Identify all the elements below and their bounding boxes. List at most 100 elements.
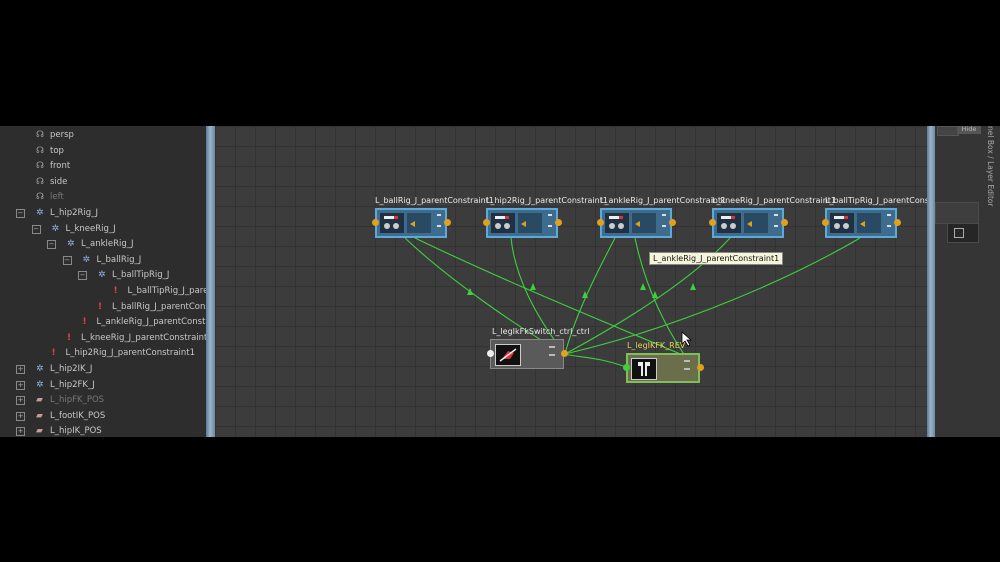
constraint-left-port[interactable] <box>822 219 829 226</box>
expand-toggle[interactable]: − <box>31 224 41 234</box>
outliner-item[interactable]: front <box>50 161 71 172</box>
expand-toggle[interactable]: − <box>78 271 87 281</box>
switch-node-label: L_legIkFkSwitch_ctrl_ctrl <box>492 327 590 336</box>
wire-arrow <box>467 288 473 295</box>
constraint-node-label: L_hip2Rig_J_parentConstraint1 <box>486 196 608 205</box>
constraint-right-port[interactable] <box>444 219 451 226</box>
expand-toggle[interactable]: + <box>16 365 25 374</box>
outliner-item[interactable]: L_kneeRig_J_parentConstraint1 <box>81 332 206 343</box>
warning-icon: ! <box>113 286 118 296</box>
mouse-cursor-icon <box>681 331 693 347</box>
channel-box-tab[interactable]: nel Box / Layer Editor <box>986 126 995 207</box>
camera-icon: ☊ <box>36 161 44 172</box>
constraint-node-label: L_ballTipRig_J_parentCons <box>825 196 927 205</box>
constraint-node-label: L_ballRig_J_parentConstraint1 <box>375 196 494 205</box>
expand-toggle[interactable]: − <box>47 240 56 250</box>
constraint-node[interactable] <box>600 208 672 238</box>
outliner-item[interactable]: L_footIK_POS <box>50 410 106 421</box>
panel-field[interactable] <box>935 202 979 224</box>
outliner-item[interactable]: L_kneeRig_J <box>65 223 116 234</box>
right-splitter[interactable] <box>927 126 935 437</box>
wire-arrow <box>640 283 646 290</box>
connection-wire <box>564 237 861 355</box>
outliner-item[interactable]: L_hip2Rig_J <box>50 208 98 218</box>
reverse-output-port[interactable] <box>697 364 704 371</box>
panel-field-dark[interactable] <box>947 223 979 243</box>
outliner-item[interactable]: top <box>50 145 64 156</box>
wire-arrow <box>582 291 588 298</box>
constraint-node-label: L_kneeRig_J_parentConstraint1 <box>712 196 837 205</box>
hide-button[interactable]: Hide <box>957 126 981 134</box>
constraint-left-port[interactable] <box>597 219 604 226</box>
reverse-node[interactable] <box>626 353 700 383</box>
constraint-left-port[interactable] <box>709 219 716 226</box>
camera-icon: ☊ <box>36 145 44 156</box>
outliner-item[interactable]: side <box>50 176 68 187</box>
constraint-right-port[interactable] <box>781 219 788 226</box>
camera-icon: ☊ <box>36 176 44 187</box>
constraint-icon <box>491 213 515 233</box>
reverse-node-label: L_legIKFK_REV <box>627 341 686 350</box>
expand-toggle[interactable]: − <box>62 255 72 265</box>
connection-wire <box>564 237 616 355</box>
outliner-item[interactable]: L_hip2FK_J <box>50 379 95 390</box>
outliner-item[interactable]: left <box>50 192 64 203</box>
wire-arrow <box>530 283 536 290</box>
app-window: ☊persp☊top☊front☊side☊left−✲L_hip2Rig_J−… <box>0 126 1000 437</box>
joint-icon: ✲ <box>51 223 60 234</box>
expand-toggle[interactable]: + <box>16 411 25 421</box>
expand-toggle[interactable]: − <box>16 209 25 218</box>
constraint-node[interactable] <box>712 208 784 238</box>
outliner-item[interactable]: L_ballRig_J <box>96 254 142 265</box>
outliner-item[interactable]: L_hipFK_POS <box>50 395 105 406</box>
joint-icon: ✲ <box>98 270 106 281</box>
expand-toggle[interactable]: + <box>16 396 25 406</box>
joint-icon: ✲ <box>36 379 44 390</box>
camera-icon: ☊ <box>36 192 44 203</box>
wire-arrow <box>652 291 658 298</box>
outliner-item[interactable]: L_ballTipRig_J_paren <box>127 286 207 296</box>
switch-output-port[interactable] <box>561 350 568 357</box>
constraint-right-port[interactable] <box>894 219 901 226</box>
connection-wires <box>404 237 861 368</box>
pos-icon: ▰ <box>36 410 43 421</box>
connection-wire <box>634 237 686 357</box>
outliner-item[interactable]: L_hip2IK_J <box>50 364 93 374</box>
outliner-item[interactable]: L_ballTipRig_J <box>112 270 170 281</box>
constraint-icon <box>717 213 741 233</box>
camera-icon: ☊ <box>36 130 44 140</box>
constraint-left-port[interactable] <box>372 219 379 226</box>
right-panel: Hide nel Box / Layer Editor <box>935 126 1000 437</box>
outliner-item[interactable]: L_hipIK_POS <box>50 426 102 437</box>
switch-node[interactable] <box>490 339 564 369</box>
warning-icon: ! <box>67 332 72 343</box>
expand-toggle[interactable]: + <box>16 427 25 437</box>
warning-icon: ! <box>82 317 87 328</box>
constraint-right-port[interactable] <box>669 219 676 226</box>
joint-icon: ✲ <box>82 254 91 265</box>
connection-wire <box>564 353 627 368</box>
constraint-node[interactable] <box>375 208 447 238</box>
reverse-input-port[interactable] <box>623 364 630 371</box>
outliner-item[interactable]: L_ankleRig_J <box>81 239 134 250</box>
outliner-item[interactable]: L_ankleRig_J_parentConstrai <box>96 317 207 328</box>
connection-wire <box>414 237 686 357</box>
outliner-item[interactable]: L_hip2Rig_J_parentConstraint1 <box>65 348 196 359</box>
outliner-item[interactable]: persp <box>50 130 74 140</box>
constraint-node[interactable] <box>486 208 558 238</box>
connection-wire <box>404 237 566 355</box>
constraint-left-port[interactable] <box>483 219 490 226</box>
outliner-panel[interactable]: ☊persp☊top☊front☊side☊left−✲L_hip2Rig_J−… <box>0 126 206 437</box>
outliner-item[interactable]: L_ballRig_J_parentConst <box>112 301 206 312</box>
joint-icon: ✲ <box>36 364 44 374</box>
reverse-icon <box>631 358 657 380</box>
connection-wire <box>510 237 566 355</box>
constraint-right-port[interactable] <box>555 219 562 226</box>
constraint-node[interactable] <box>825 208 897 238</box>
switch-input-port[interactable] <box>487 350 494 357</box>
constraint-icon <box>830 213 854 233</box>
outliner-splitter[interactable] <box>206 126 215 437</box>
expand-toggle[interactable]: + <box>16 380 25 390</box>
constraint-node-label: L_ankleRig_J_parentConstraint1 <box>600 196 727 205</box>
